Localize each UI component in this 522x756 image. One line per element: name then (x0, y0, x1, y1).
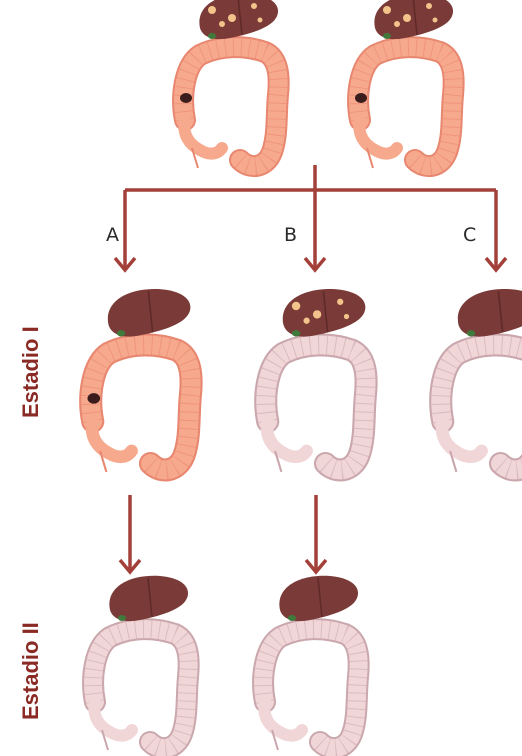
stage-label-1: Estadio I (18, 326, 43, 418)
cecum (264, 702, 302, 736)
branch-label-b: B (284, 224, 297, 246)
gallbladder (208, 33, 216, 39)
organ-stage1-branch-a (88, 289, 192, 472)
liver-metastasis-spot (292, 302, 300, 310)
gallbladder (467, 330, 475, 336)
cecum (359, 120, 397, 154)
organ-top-right-illustration (355, 0, 454, 168)
liver-metastasis-spot (219, 21, 225, 27)
liver-metastasis-spot (303, 318, 309, 324)
liver-metastasis-spot (433, 18, 438, 23)
stage-arrows (120, 495, 326, 572)
organ-top-left-illustration (180, 0, 279, 168)
branch-connectors (115, 165, 506, 270)
organ-stage1-branch-b (266, 289, 366, 472)
organ-stage1-branch-c (441, 289, 522, 472)
organ-stage2-branch-a (93, 576, 189, 750)
cecum (92, 422, 132, 457)
liver-metastasis-spot (208, 6, 216, 14)
gallbladder (288, 615, 296, 621)
cecum (267, 422, 307, 457)
liver-metastasis-spot (258, 18, 263, 23)
cecum (184, 120, 222, 154)
cecum (94, 702, 132, 736)
gallbladder (383, 33, 391, 39)
liver (458, 289, 522, 337)
gallbladder (118, 615, 126, 621)
branch-label-c: C (463, 224, 476, 246)
liver-metastasis-spot (394, 21, 400, 27)
cecum (442, 422, 482, 457)
gallbladder (117, 330, 125, 336)
stage-label-2: Estadio II (18, 622, 43, 720)
liver-metastasis-spot (337, 299, 343, 305)
colon-tumor-mark (355, 93, 367, 103)
liver-metastasis-spot (403, 14, 411, 22)
organ-stage2-branch-b (263, 576, 359, 750)
liver-metastasis-spot (383, 6, 391, 14)
liver-metastasis-spot (228, 14, 236, 22)
liver-metastasis-spot (313, 310, 321, 318)
liver-metastasis-spot (426, 3, 432, 9)
branch-label-a: A (106, 224, 119, 246)
colon-tumor-mark (88, 393, 101, 404)
gallbladder (292, 330, 300, 336)
liver-metastasis-spot (344, 314, 349, 319)
colon-tumor-mark (180, 93, 192, 103)
liver-metastasis-spot (251, 3, 257, 9)
